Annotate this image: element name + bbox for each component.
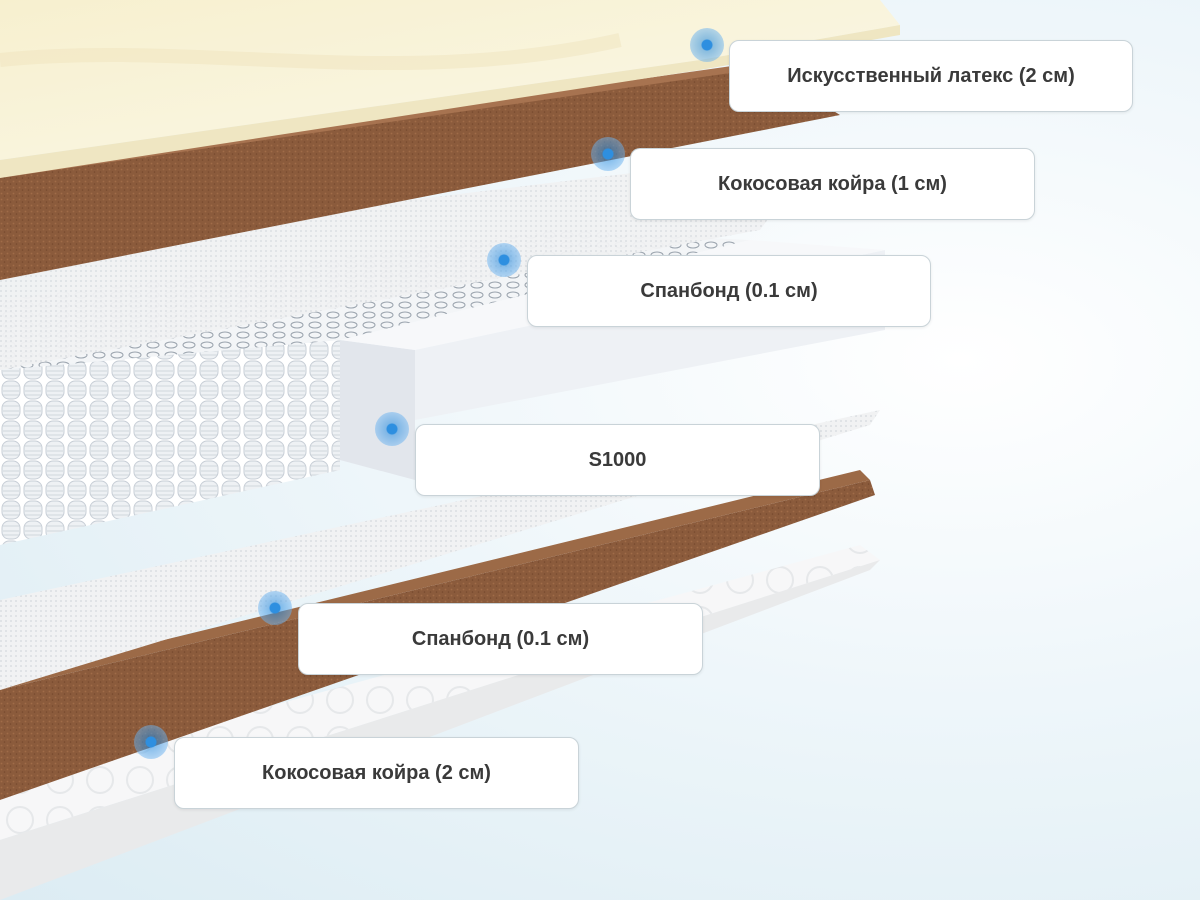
latex-layer (0, 0, 900, 178)
label-springs: S1000 (415, 424, 820, 496)
label-coir-top: Кокосовая койра (1 см) (630, 148, 1035, 220)
coir-layer-top (0, 62, 840, 280)
marker-spunbond-top (487, 243, 521, 277)
label-spunbond-bottom: Спанбонд (0.1 см) (298, 603, 703, 675)
marker-coir-top (591, 137, 625, 171)
marker-springs (375, 412, 409, 446)
label-spunbond-top: Спанбонд (0.1 см) (527, 255, 931, 327)
marker-coir-bottom (134, 725, 168, 759)
marker-latex (690, 28, 724, 62)
label-latex: Искусственный латекс (2 см) (729, 40, 1133, 112)
label-coir-bottom: Кокосовая койра (2 см) (174, 737, 579, 809)
spunbond-layer-top (0, 150, 820, 370)
marker-spunbond-bottom (258, 591, 292, 625)
